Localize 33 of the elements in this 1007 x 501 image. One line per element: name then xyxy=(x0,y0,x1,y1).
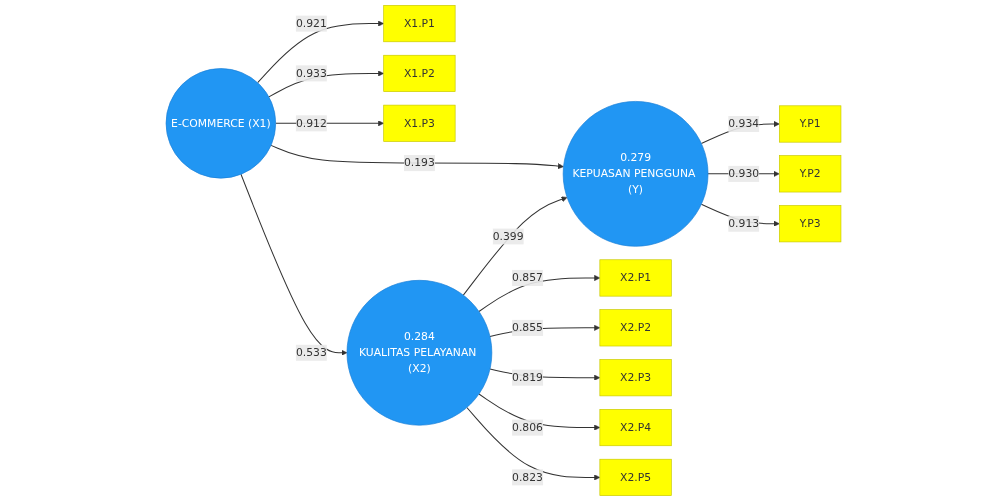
edge-label: 0.533 xyxy=(295,346,327,359)
node-box: X2.P1 xyxy=(599,259,672,297)
edge-label: 0.855 xyxy=(512,321,543,334)
node-box: Y.P2 xyxy=(779,155,842,193)
node-circle: E-COMMERCE (X1) xyxy=(165,68,276,179)
node-box: Y.P1 xyxy=(779,105,842,143)
node-box: Y.P3 xyxy=(779,205,842,243)
node-box: X2.P3 xyxy=(599,359,672,397)
node-box: X2.P2 xyxy=(599,309,672,347)
arrow xyxy=(257,20,384,84)
edge-label: 0.930 xyxy=(728,167,760,180)
arrow xyxy=(462,196,568,296)
edge-label: 0.857 xyxy=(512,271,543,285)
edge-label: 0.934 xyxy=(728,117,760,131)
arrow xyxy=(240,173,348,356)
edge-label: 0.912 xyxy=(295,116,327,130)
arrow xyxy=(270,144,564,170)
edge-label: 0.823 xyxy=(512,470,543,484)
node-box: X1.P1 xyxy=(383,5,456,43)
node-circle: 0.279 KEPUASAN PENGGUNA (Y) xyxy=(562,101,709,247)
edge-label: 0.806 xyxy=(512,420,543,434)
node-box: X2.P4 xyxy=(599,409,672,447)
node-box: X1.P3 xyxy=(383,104,456,142)
edge-label: 0.399 xyxy=(492,229,524,243)
node-box: X1.P2 xyxy=(383,54,456,92)
edge-label: 0.933 xyxy=(295,66,327,80)
node-box: X2.P5 xyxy=(599,458,672,496)
node-circle: 0.284 KUALITAS PELAYANAN (X2) xyxy=(346,280,493,426)
edge-label: 0.819 xyxy=(512,370,543,384)
edge-label: 0.193 xyxy=(403,156,435,170)
edge-label: 0.913 xyxy=(728,216,760,230)
arrow xyxy=(466,407,601,481)
edge-label: 0.921 xyxy=(295,16,327,30)
